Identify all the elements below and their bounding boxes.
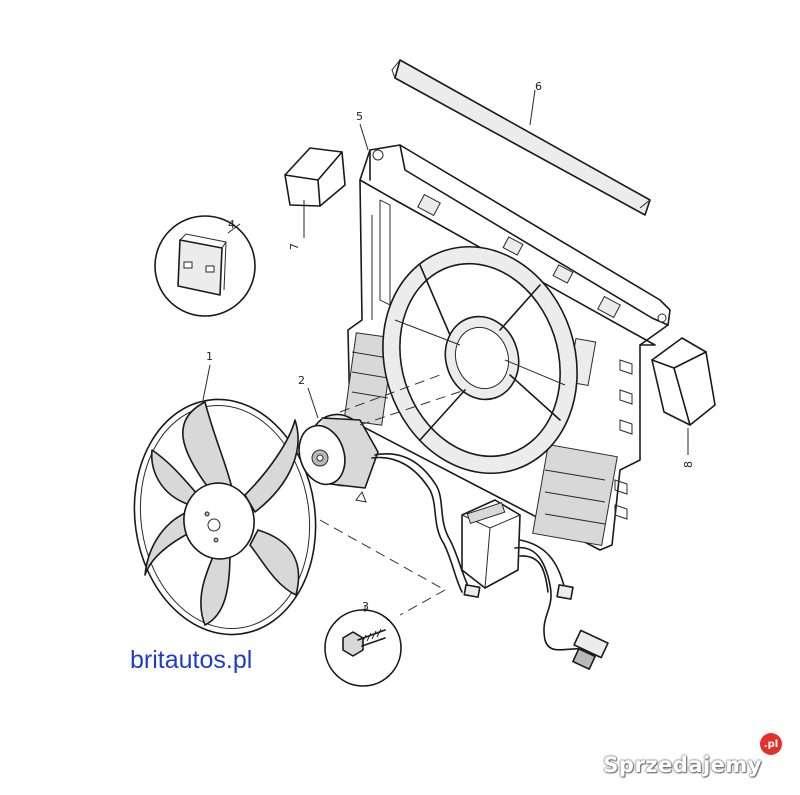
callout-number-8: 8 [682, 461, 695, 468]
callout-number-6: 6 [535, 80, 542, 93]
site-logo: Sprzedajemy [603, 753, 762, 777]
part-4-clip-detail [154, 215, 256, 317]
site-logo-badge: .pl [760, 733, 782, 755]
assembly-guide-lines [319, 374, 466, 616]
part-5-fan-shroud [343, 144, 671, 551]
part-8-foam-block [651, 337, 716, 455]
leader-line-5 [359, 123, 369, 151]
part-2-fan-motor [298, 387, 379, 503]
callout-number-5: 5 [356, 110, 363, 123]
part-6-seal-strip [391, 59, 651, 216]
callout-number-2: 2 [298, 374, 305, 387]
callout-number-4: 4 [228, 218, 235, 231]
part-7-foam-block [284, 147, 346, 238]
callout-number-3: 3 [362, 600, 369, 613]
callout-number-1: 1 [206, 350, 213, 363]
part-1-fan-blade [133, 364, 317, 636]
wiring-harness [371, 453, 609, 670]
watermark-text: britautos.pl [130, 646, 253, 674]
part-3-screw-detail [324, 606, 402, 687]
callout-number-7: 7 [288, 243, 301, 250]
